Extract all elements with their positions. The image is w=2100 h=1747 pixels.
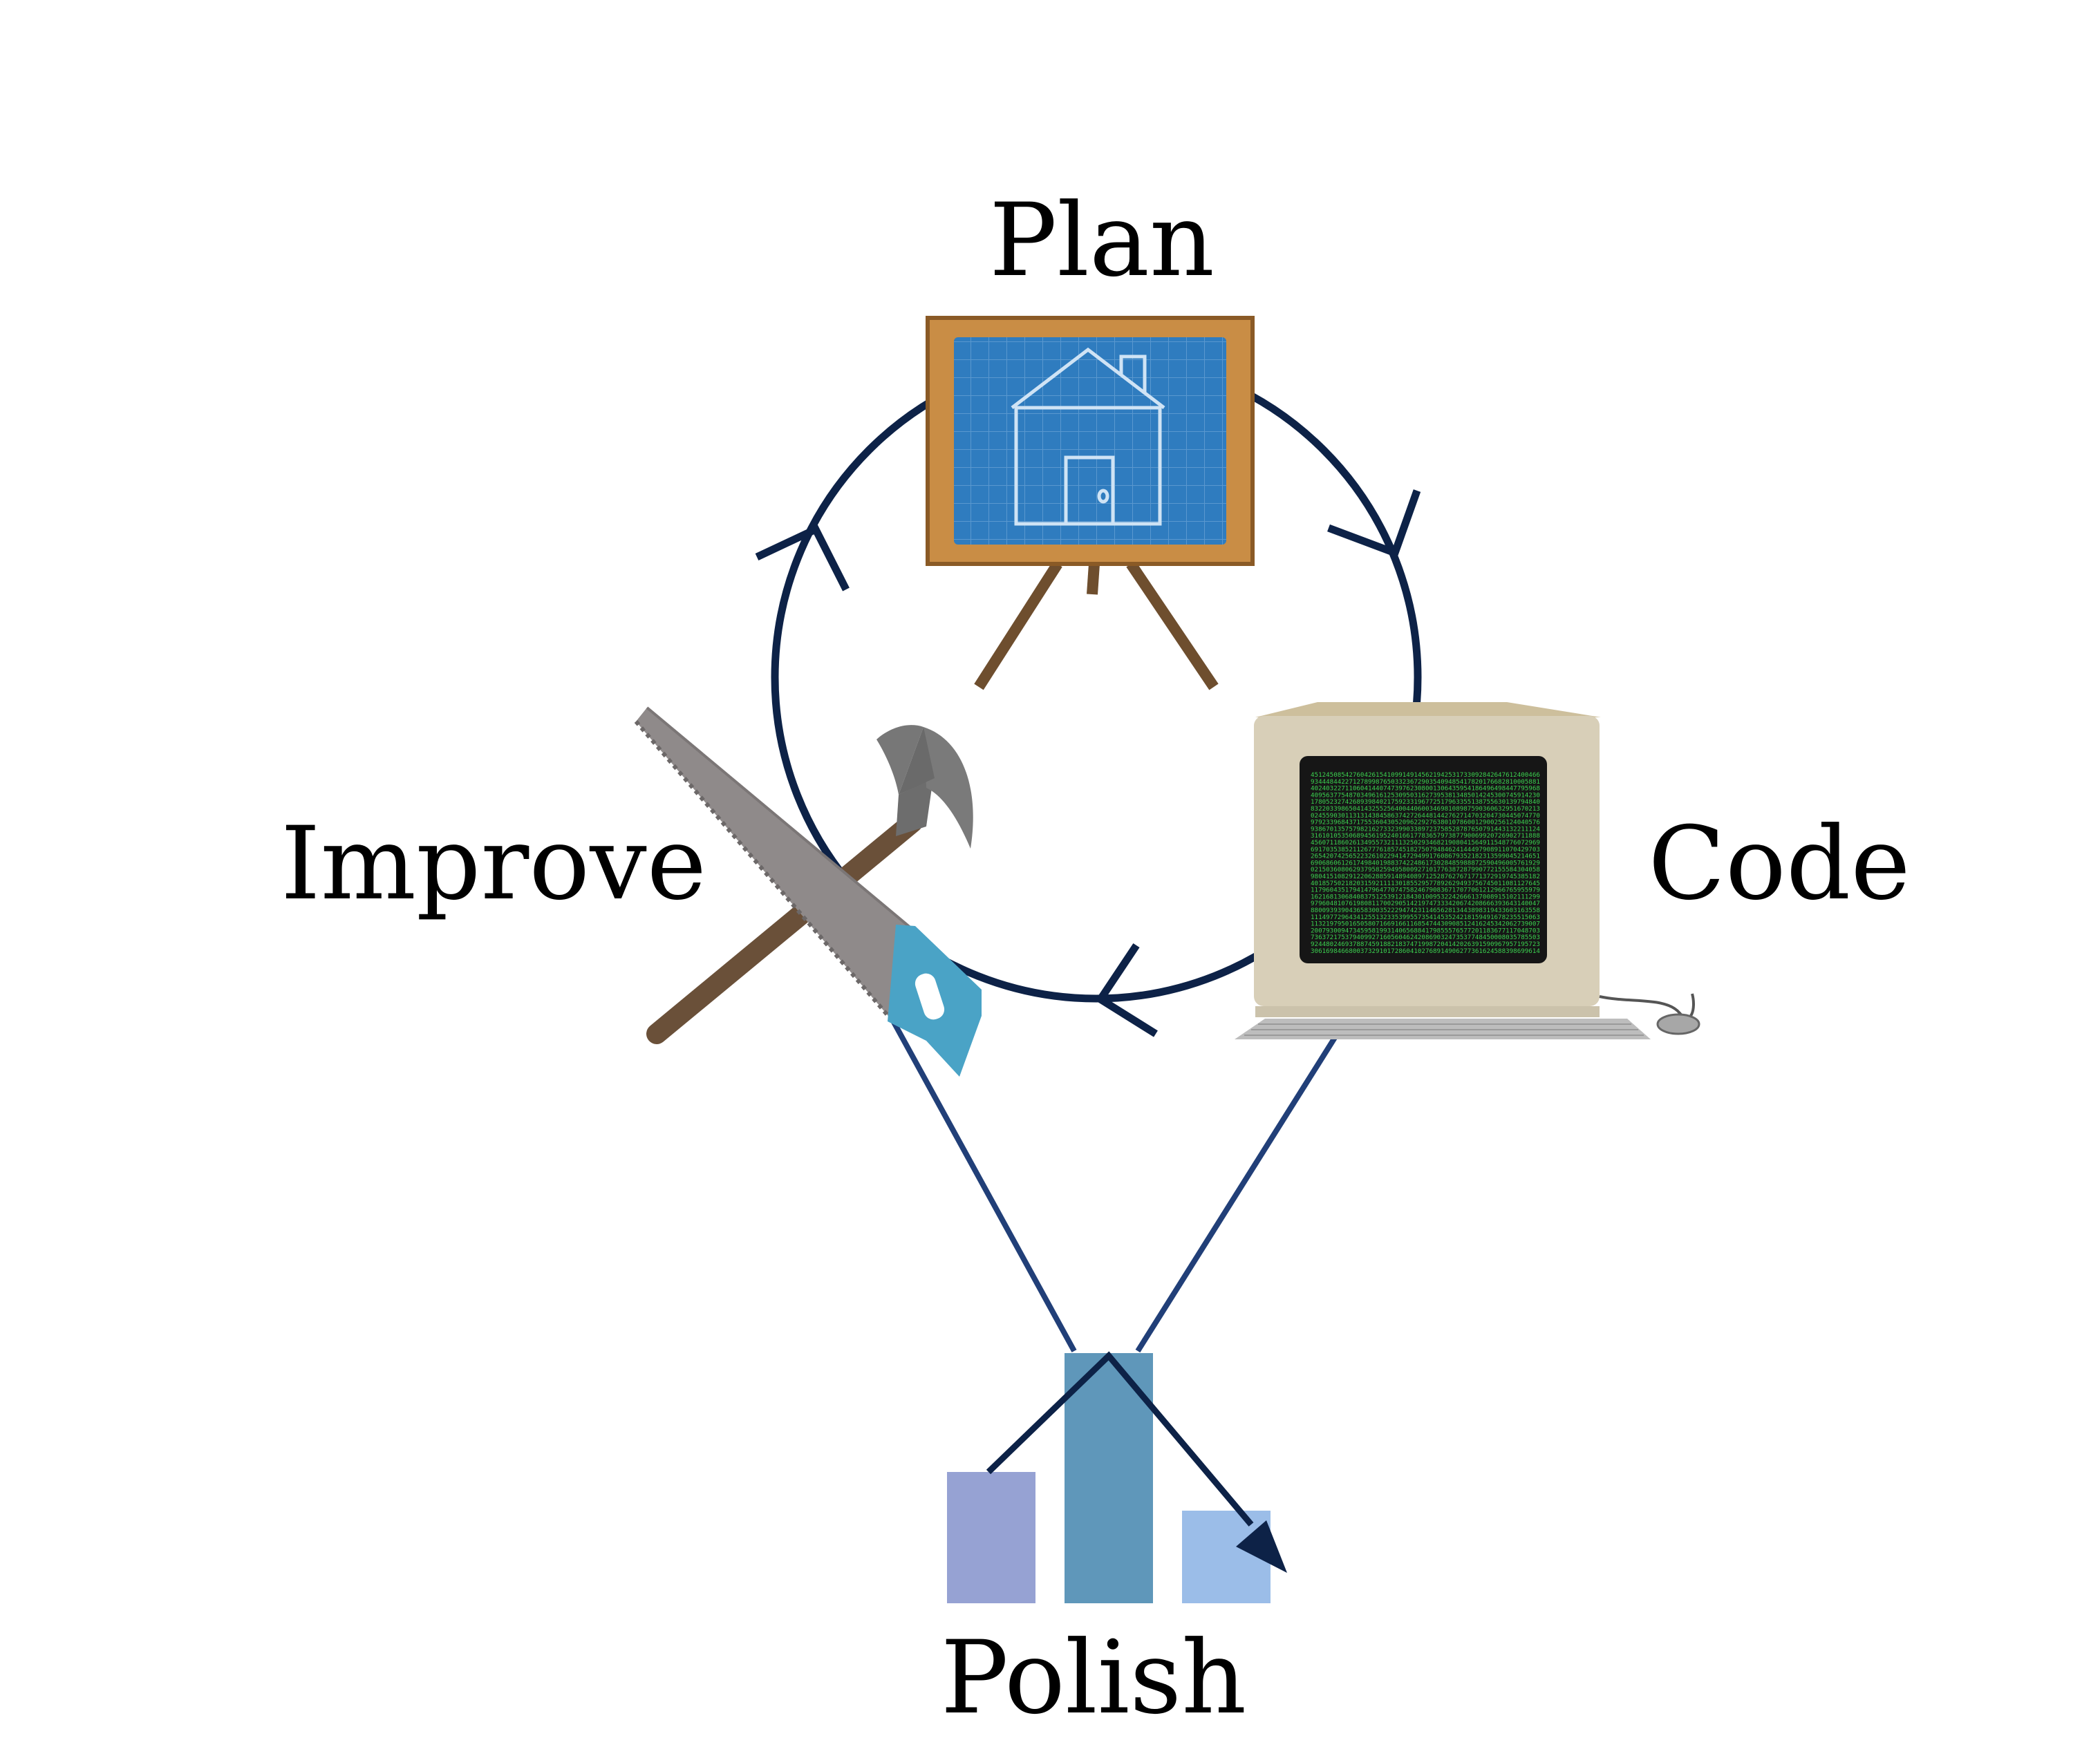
terminal-line: 2007930094734595819931406568841798555765… (1311, 927, 1540, 934)
terminal-line: 2654207425652232610229414729499176086793… (1311, 853, 1540, 860)
hammer-saw-icon (634, 706, 982, 1077)
code-to-polish-line (1135, 1035, 1338, 1353)
terminal-line: 9386701357579821627332399033897237585287… (1311, 825, 1540, 833)
terminal-line: 3161010535068945619524016617783657973877… (1311, 832, 1540, 840)
polish-arrowhead-icon (1236, 1520, 1287, 1573)
terminal-line: 8322033986504143255256400440600346981089… (1311, 805, 1540, 813)
label-polish: Polish (941, 1619, 1247, 1737)
bar-left (947, 1472, 1035, 1603)
terminal-line: 9796048107619808117002905142197473334206… (1311, 900, 1540, 907)
bar-chart-icon (947, 1351, 1287, 1603)
saw-icon (634, 706, 982, 1077)
hammer-icon (646, 725, 973, 1044)
arrow-improve-to-plan-icon (755, 524, 850, 592)
label-code: Code (1648, 805, 1910, 923)
terminal-line: 1179604351794147964770747582467908367170… (1311, 887, 1540, 894)
terminal-line: 1621681306840837512539121843010095322426… (1311, 893, 1540, 900)
terminal-code-text: 4512450854276042615410991491456219425317… (1311, 771, 1540, 955)
label-plan: Plan (989, 182, 1215, 299)
terminal-line: 9792339684371755360430520962292763801078… (1311, 819, 1540, 827)
label-improve: Improve (281, 805, 706, 923)
terminal-line: 3061698466800373291017286041027689149062… (1311, 947, 1540, 955)
terminal-line: 7363721753794099271605604624208690324735… (1311, 934, 1540, 941)
polish-trend-line (986, 1351, 1254, 1527)
terminal-line: 6906860612617498401988374224861730284859… (1311, 859, 1540, 867)
terminal-line: 4018575021820315921111301855295778926294… (1311, 880, 1540, 887)
terminal-line: 4024032271106041440747397623080013064359… (1311, 785, 1540, 793)
terminal-line: 1780523274268939840217592331967725179633… (1311, 798, 1540, 806)
terminal-line: 4512450854276042615410991491456219425317… (1311, 771, 1540, 779)
terminal-line: 9804151082912206288591489408971252876276… (1311, 873, 1540, 880)
arrow-code-to-improve-icon (1095, 943, 1158, 1037)
bar-right (1182, 1511, 1271, 1603)
terminal-line: 9244802469378874591882183747199872041420… (1311, 941, 1540, 948)
cycle-arrows (755, 489, 1421, 1037)
polish-connector-lines (888, 1014, 1338, 1353)
terminal-line: 0215036080629379582594958009271017763872… (1311, 866, 1540, 874)
terminal-line: 4560711860261349557321113250293468219080… (1311, 839, 1540, 847)
mouse-icon (1656, 1013, 1700, 1035)
retro-computer-icon: 4512450854276042615410991491456219425317… (1235, 702, 1700, 1039)
terminal-line: 1114977296434125513233539955735414535242… (1311, 914, 1540, 921)
terminal-line: 0245590301131314384586374272644814427627… (1311, 812, 1540, 820)
arrow-plan-to-code-icon (1327, 489, 1421, 558)
terminal-line: 1132197950165058071669166116854744309085… (1311, 920, 1540, 928)
improve-to-polish-line (888, 1014, 1077, 1352)
terminal-line: 6917035385211267776185745182750794846241… (1311, 846, 1540, 853)
terminal-line: 4095637754870349616125309503162739538134… (1311, 791, 1540, 799)
terminal-line: 9344484422712789987650332367290354094854… (1311, 778, 1540, 786)
terminal-line: 8800939390436583003522294742311465628134… (1311, 907, 1540, 914)
blueprint-easel-icon (926, 316, 1255, 690)
